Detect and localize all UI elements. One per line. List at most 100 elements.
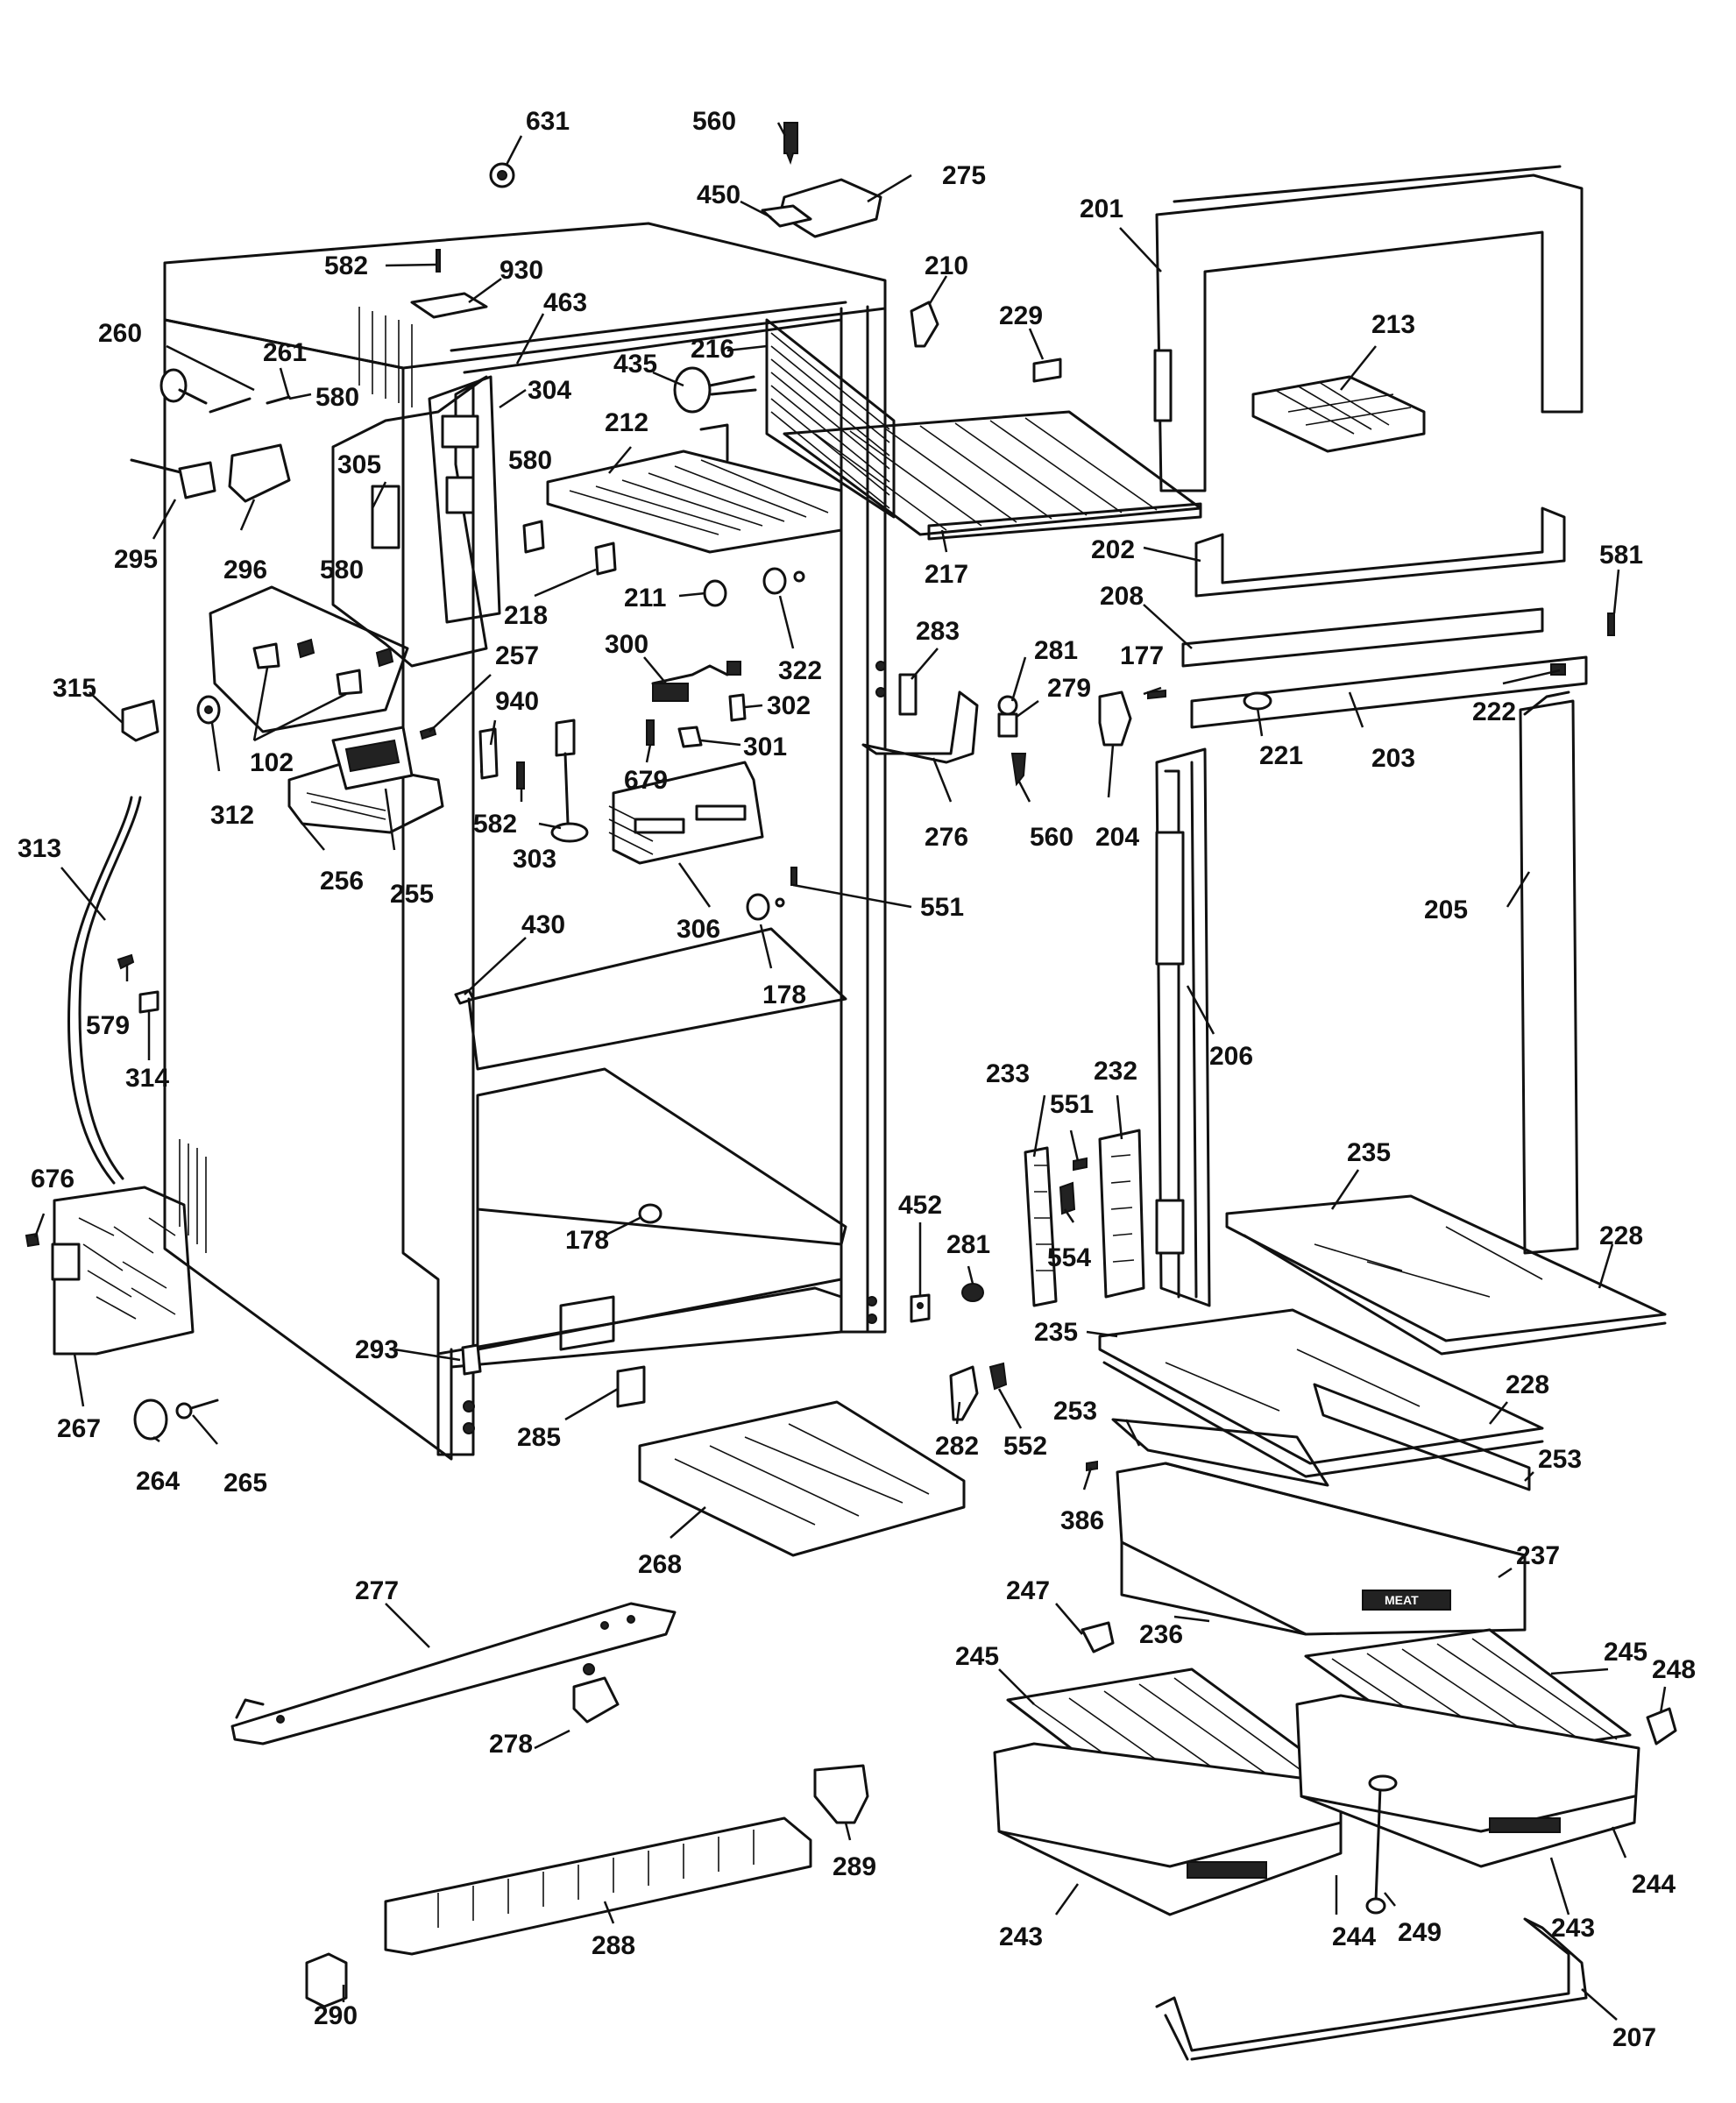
label-940: 940 bbox=[495, 687, 539, 716]
label-305: 305 bbox=[337, 450, 381, 479]
label-268: 268 bbox=[638, 1550, 682, 1579]
label-257: 257 bbox=[495, 641, 539, 670]
label-281b: 281 bbox=[946, 1230, 990, 1259]
label-210: 210 bbox=[925, 251, 968, 280]
label-581: 581 bbox=[1599, 541, 1643, 570]
label-253b: 253 bbox=[1538, 1445, 1582, 1474]
label-289: 289 bbox=[833, 1852, 876, 1881]
label-229: 229 bbox=[999, 301, 1043, 330]
label-282: 282 bbox=[935, 1432, 979, 1461]
label-249: 249 bbox=[1398, 1918, 1442, 1947]
crisper-tag: MEAT bbox=[1385, 1593, 1419, 1607]
label-265: 265 bbox=[223, 1469, 267, 1498]
label-285: 285 bbox=[517, 1423, 561, 1452]
label-245b: 245 bbox=[1604, 1638, 1647, 1667]
label-237: 237 bbox=[1516, 1541, 1560, 1570]
label-178b: 178 bbox=[565, 1226, 609, 1255]
label-288: 288 bbox=[592, 1931, 635, 1960]
label-679: 679 bbox=[624, 766, 668, 795]
label-245: 245 bbox=[955, 1642, 999, 1671]
label-243: 243 bbox=[999, 1922, 1043, 1951]
label-435: 435 bbox=[613, 350, 657, 379]
label-580: 580 bbox=[315, 383, 359, 412]
label-233: 233 bbox=[986, 1059, 1030, 1088]
label-208: 208 bbox=[1100, 582, 1144, 611]
label-205: 205 bbox=[1424, 896, 1468, 924]
label-560b: 560 bbox=[1030, 823, 1073, 852]
label-580: 580 bbox=[320, 556, 364, 584]
label-580b: 580 bbox=[508, 446, 552, 475]
label-213: 213 bbox=[1371, 310, 1415, 339]
label-204: 204 bbox=[1095, 823, 1139, 852]
part-631 bbox=[489, 162, 515, 188]
label-255: 255 bbox=[390, 880, 434, 909]
label-560: 560 bbox=[692, 107, 736, 136]
label-283: 283 bbox=[916, 617, 960, 646]
label-261: 261 bbox=[263, 338, 307, 367]
label-203: 203 bbox=[1371, 744, 1415, 773]
label-676: 676 bbox=[31, 1165, 74, 1193]
label-386: 386 bbox=[1060, 1506, 1104, 1535]
label-304: 304 bbox=[528, 376, 571, 405]
label-300: 300 bbox=[605, 630, 648, 659]
leader-lines bbox=[33, 122, 1667, 2021]
label-452: 452 bbox=[898, 1191, 942, 1220]
label-228b: 228 bbox=[1506, 1370, 1549, 1399]
label-582b: 582 bbox=[473, 810, 517, 839]
label-312: 312 bbox=[210, 801, 254, 830]
label-102: 102 bbox=[250, 748, 294, 777]
label-302: 302 bbox=[767, 691, 811, 720]
label-552: 552 bbox=[1003, 1432, 1047, 1461]
label-207: 207 bbox=[1612, 2023, 1656, 2052]
label-235: 235 bbox=[1347, 1138, 1391, 1167]
label-631: 631 bbox=[526, 107, 570, 136]
label-202: 202 bbox=[1091, 535, 1135, 564]
label-247: 247 bbox=[1006, 1576, 1050, 1605]
label-430: 430 bbox=[521, 910, 565, 939]
label-579: 579 bbox=[86, 1011, 130, 1040]
label-278: 278 bbox=[489, 1730, 533, 1759]
label-582: 582 bbox=[324, 251, 368, 280]
label-177: 177 bbox=[1120, 641, 1164, 670]
label-236: 236 bbox=[1139, 1620, 1183, 1649]
label-450: 450 bbox=[697, 181, 740, 209]
label-551b: 551 bbox=[1050, 1090, 1094, 1119]
label-314: 314 bbox=[125, 1064, 169, 1093]
label-264: 264 bbox=[136, 1467, 180, 1496]
label-243b: 243 bbox=[1551, 1914, 1595, 1943]
label-463: 463 bbox=[543, 288, 587, 317]
label-551: 551 bbox=[920, 893, 964, 922]
cabinet bbox=[163, 222, 887, 1461]
label-222: 222 bbox=[1472, 697, 1516, 726]
label-315: 315 bbox=[53, 674, 96, 703]
label-211: 211 bbox=[624, 584, 666, 612]
label-244: 244 bbox=[1332, 1922, 1376, 1951]
label-228: 228 bbox=[1599, 1221, 1643, 1250]
label-221: 221 bbox=[1259, 741, 1303, 770]
label-313: 313 bbox=[18, 834, 61, 863]
label-260: 260 bbox=[98, 319, 142, 348]
label-244b: 244 bbox=[1632, 1870, 1676, 1899]
label-216: 216 bbox=[691, 335, 734, 364]
label-295: 295 bbox=[114, 545, 158, 574]
label-248: 248 bbox=[1652, 1655, 1696, 1684]
label-201: 201 bbox=[1080, 195, 1123, 223]
label-235b: 235 bbox=[1034, 1318, 1078, 1347]
label-276: 276 bbox=[925, 823, 968, 852]
label-217: 217 bbox=[925, 560, 968, 589]
label-554: 554 bbox=[1047, 1243, 1091, 1272]
label-293: 293 bbox=[355, 1335, 399, 1364]
label-303: 303 bbox=[513, 845, 556, 874]
label-930: 930 bbox=[500, 256, 543, 285]
label-306: 306 bbox=[677, 915, 720, 944]
label-253: 253 bbox=[1053, 1397, 1097, 1426]
label-206: 206 bbox=[1209, 1042, 1253, 1071]
label-301: 301 bbox=[743, 733, 787, 761]
label-218: 218 bbox=[504, 601, 548, 630]
label-232: 232 bbox=[1094, 1057, 1137, 1086]
label-296: 296 bbox=[223, 556, 267, 584]
part-number-labels: 631 560 275 450 201 582 930 210 229 463 … bbox=[18, 107, 1696, 2052]
label-277: 277 bbox=[355, 1576, 399, 1605]
label-275: 275 bbox=[942, 161, 986, 190]
